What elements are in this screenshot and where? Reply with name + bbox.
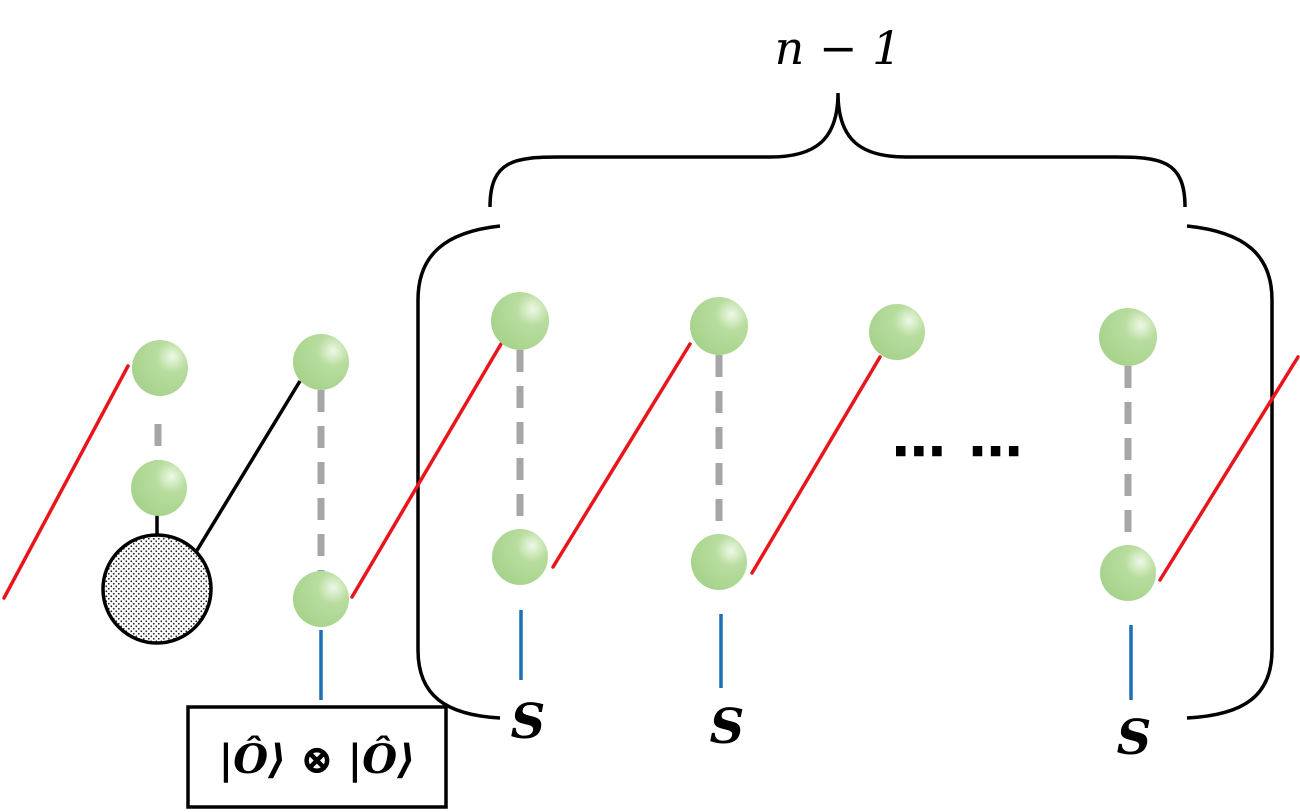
- output-box-text: |Ô⟩ ⊗ |Ô⟩: [219, 736, 416, 783]
- bond-left-edge: [2, 364, 130, 600]
- node-col1-top: [132, 340, 188, 396]
- node-col3-bottom: [492, 529, 548, 585]
- bond-col3-to-col4: [551, 342, 692, 569]
- bond-col6-right-edge: [1158, 355, 1300, 582]
- site-label-col3: S: [511, 694, 546, 750]
- node-col2-top: [293, 334, 349, 390]
- node-col2-bottom: [293, 571, 349, 627]
- tensor-nodes: [131, 292, 1157, 627]
- node-col4-bottom: [691, 534, 747, 590]
- brace-label: n − 1: [775, 21, 902, 75]
- ellipsis: ⋯ ⋯: [892, 420, 1025, 483]
- red-bonds: [2, 342, 1300, 600]
- node-col1-bottom: [131, 460, 187, 516]
- node-col4-top: [690, 297, 748, 355]
- output-box: [186, 705, 448, 809]
- node-col3-top: [491, 292, 549, 350]
- physical-legs: [319, 610, 1133, 700]
- repeat-bracket-left: [416, 224, 501, 720]
- site-label-col6: S: [1117, 710, 1152, 766]
- dashed-bonds: [154, 350, 1132, 573]
- node-col6-top: [1099, 308, 1157, 366]
- node-col6-bottom: [1100, 545, 1156, 601]
- bond-col2-to-col3: [350, 342, 503, 599]
- bond-col4-to-col5: [750, 355, 882, 575]
- bond-dotted-to-col2: [194, 380, 302, 553]
- site-label-col4: S: [710, 699, 745, 755]
- dotted-environment-tensor: [101, 533, 213, 645]
- repeat-bracket-right: [1186, 224, 1274, 720]
- top-brace: [488, 92, 1187, 208]
- node-col5-top: [869, 304, 925, 360]
